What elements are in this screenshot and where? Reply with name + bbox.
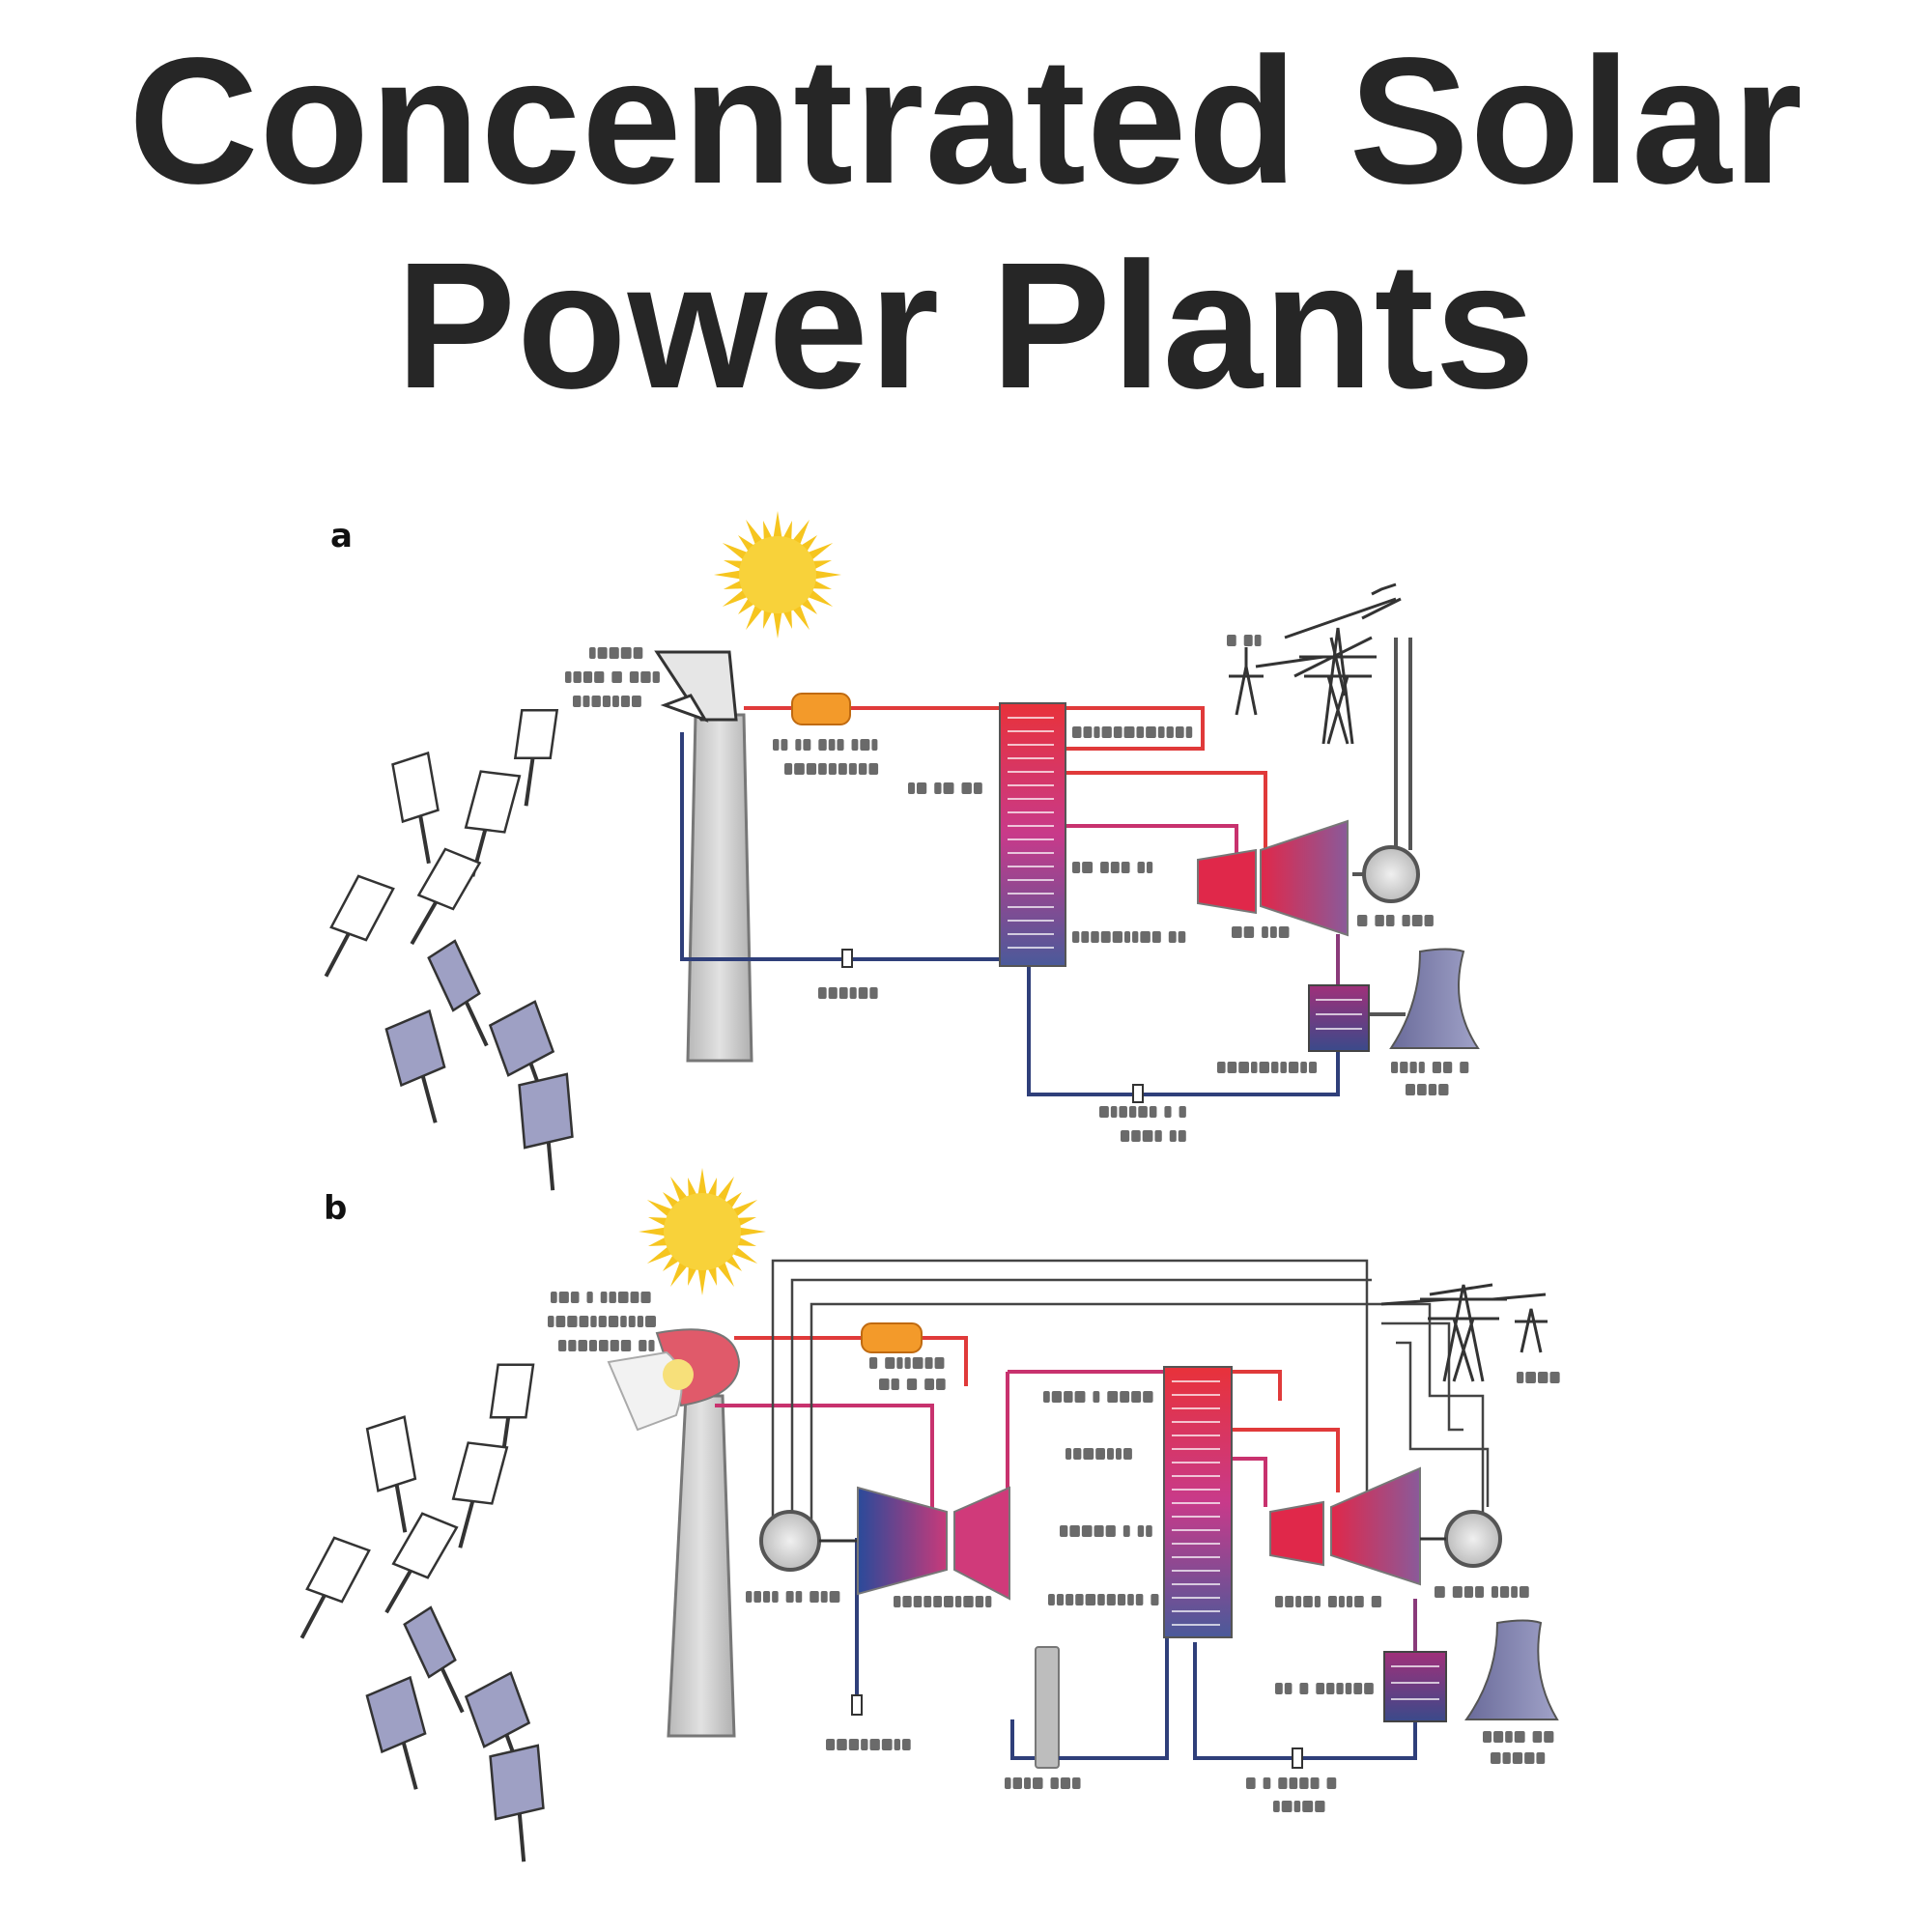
illegible-label — [1273, 1801, 1325, 1812]
storage-tank-a — [792, 694, 850, 724]
panel-a-letter: a — [330, 517, 353, 555]
heliostat-icon — [371, 1509, 457, 1622]
panel-b: b — [286, 1168, 1560, 1863]
heliostat-icon — [396, 844, 480, 952]
sun-ray — [639, 1227, 666, 1236]
illegible-label — [1491, 1752, 1545, 1764]
illegible-label — [1391, 1062, 1468, 1073]
illegible-label — [869, 1357, 944, 1369]
heliostat-icon — [310, 871, 393, 984]
illegible-label — [1072, 931, 1185, 943]
heliostat-icon — [490, 1746, 548, 1863]
illegible-label — [548, 1316, 656, 1327]
illegible-label — [1072, 726, 1192, 738]
sun-ray — [739, 1227, 766, 1236]
illegible-label — [879, 1378, 946, 1390]
heliostat-icon — [365, 1678, 439, 1796]
heliostat-icon — [366, 1417, 424, 1536]
illegible-label — [1072, 862, 1152, 873]
sun-icon — [639, 1168, 766, 1295]
storage-cylinder-b — [1036, 1647, 1059, 1768]
illegible-label — [565, 671, 660, 683]
sun-ray — [714, 570, 741, 579]
illegible-label — [1435, 1586, 1529, 1598]
turbine-icon — [1270, 1468, 1420, 1584]
condenser-icon — [1384, 1652, 1446, 1721]
heat-exchanger-icon — [1164, 1367, 1232, 1637]
heliostat-field-b — [286, 1360, 548, 1864]
illegible-label — [1357, 915, 1434, 926]
sun-ray — [697, 1268, 706, 1295]
illegible-label — [1217, 1062, 1317, 1073]
illegible-label — [1275, 1596, 1381, 1607]
transmission-tower-icon — [1381, 1285, 1548, 1381]
illegible-label — [551, 1292, 651, 1303]
panel-b-letter: b — [324, 1189, 347, 1228]
storage-tank-b — [862, 1323, 922, 1352]
illegible-label — [784, 763, 878, 775]
sun-ray — [697, 1168, 706, 1195]
condenser-icon — [1309, 985, 1369, 1051]
illegible-label — [773, 739, 877, 751]
illegible-label — [1246, 1777, 1336, 1789]
illegible-label — [1060, 1525, 1152, 1537]
tower-icon — [609, 1329, 739, 1736]
illegible-label — [1275, 1683, 1374, 1694]
illegible-label — [908, 782, 982, 794]
illegible-label — [1121, 1130, 1186, 1142]
cooling-tower-icon — [1466, 1621, 1557, 1720]
sun-icon — [714, 511, 841, 639]
generator-icon — [761, 1512, 858, 1570]
tower-icon — [657, 652, 752, 1061]
illegible-label — [1065, 1448, 1132, 1460]
illegible-label — [1517, 1372, 1560, 1383]
generator-icon — [1420, 1512, 1500, 1566]
sun-ray — [814, 570, 841, 579]
illegible-label — [1005, 1777, 1081, 1789]
illegible-label — [1483, 1731, 1553, 1743]
illegible-label — [1043, 1391, 1153, 1403]
transmission-tower-icon — [1229, 584, 1401, 744]
panel-a: a — [310, 511, 1478, 1192]
illegible-label — [818, 987, 878, 999]
heliostat-icon — [519, 1074, 577, 1192]
illegible-label — [1232, 926, 1289, 938]
generator-icon — [1364, 847, 1418, 901]
heat-exchanger-icon — [1000, 703, 1065, 966]
illegible-label — [558, 1340, 655, 1351]
sun-ray — [773, 611, 781, 639]
heliostat-icon — [286, 1533, 369, 1646]
illegible-label — [894, 1596, 991, 1607]
illegible-label — [826, 1739, 911, 1750]
sun-ray — [773, 511, 781, 538]
illegible-label — [1048, 1594, 1158, 1605]
illegible-label — [1406, 1084, 1448, 1095]
heliostat-icon — [427, 941, 500, 1052]
illegible-label — [1227, 635, 1262, 646]
heliostat-icon — [384, 1011, 458, 1129]
illegible-label — [589, 647, 642, 659]
illegible-label — [746, 1591, 839, 1603]
cooling-tower-icon — [1391, 950, 1478, 1049]
pump-icon — [842, 950, 1143, 1102]
turbine-icon — [1198, 821, 1348, 935]
heliostat-field-a — [310, 705, 577, 1192]
illegible-label — [573, 696, 641, 707]
heliostat-icon — [392, 753, 447, 867]
illegible-label — [1099, 1106, 1186, 1118]
